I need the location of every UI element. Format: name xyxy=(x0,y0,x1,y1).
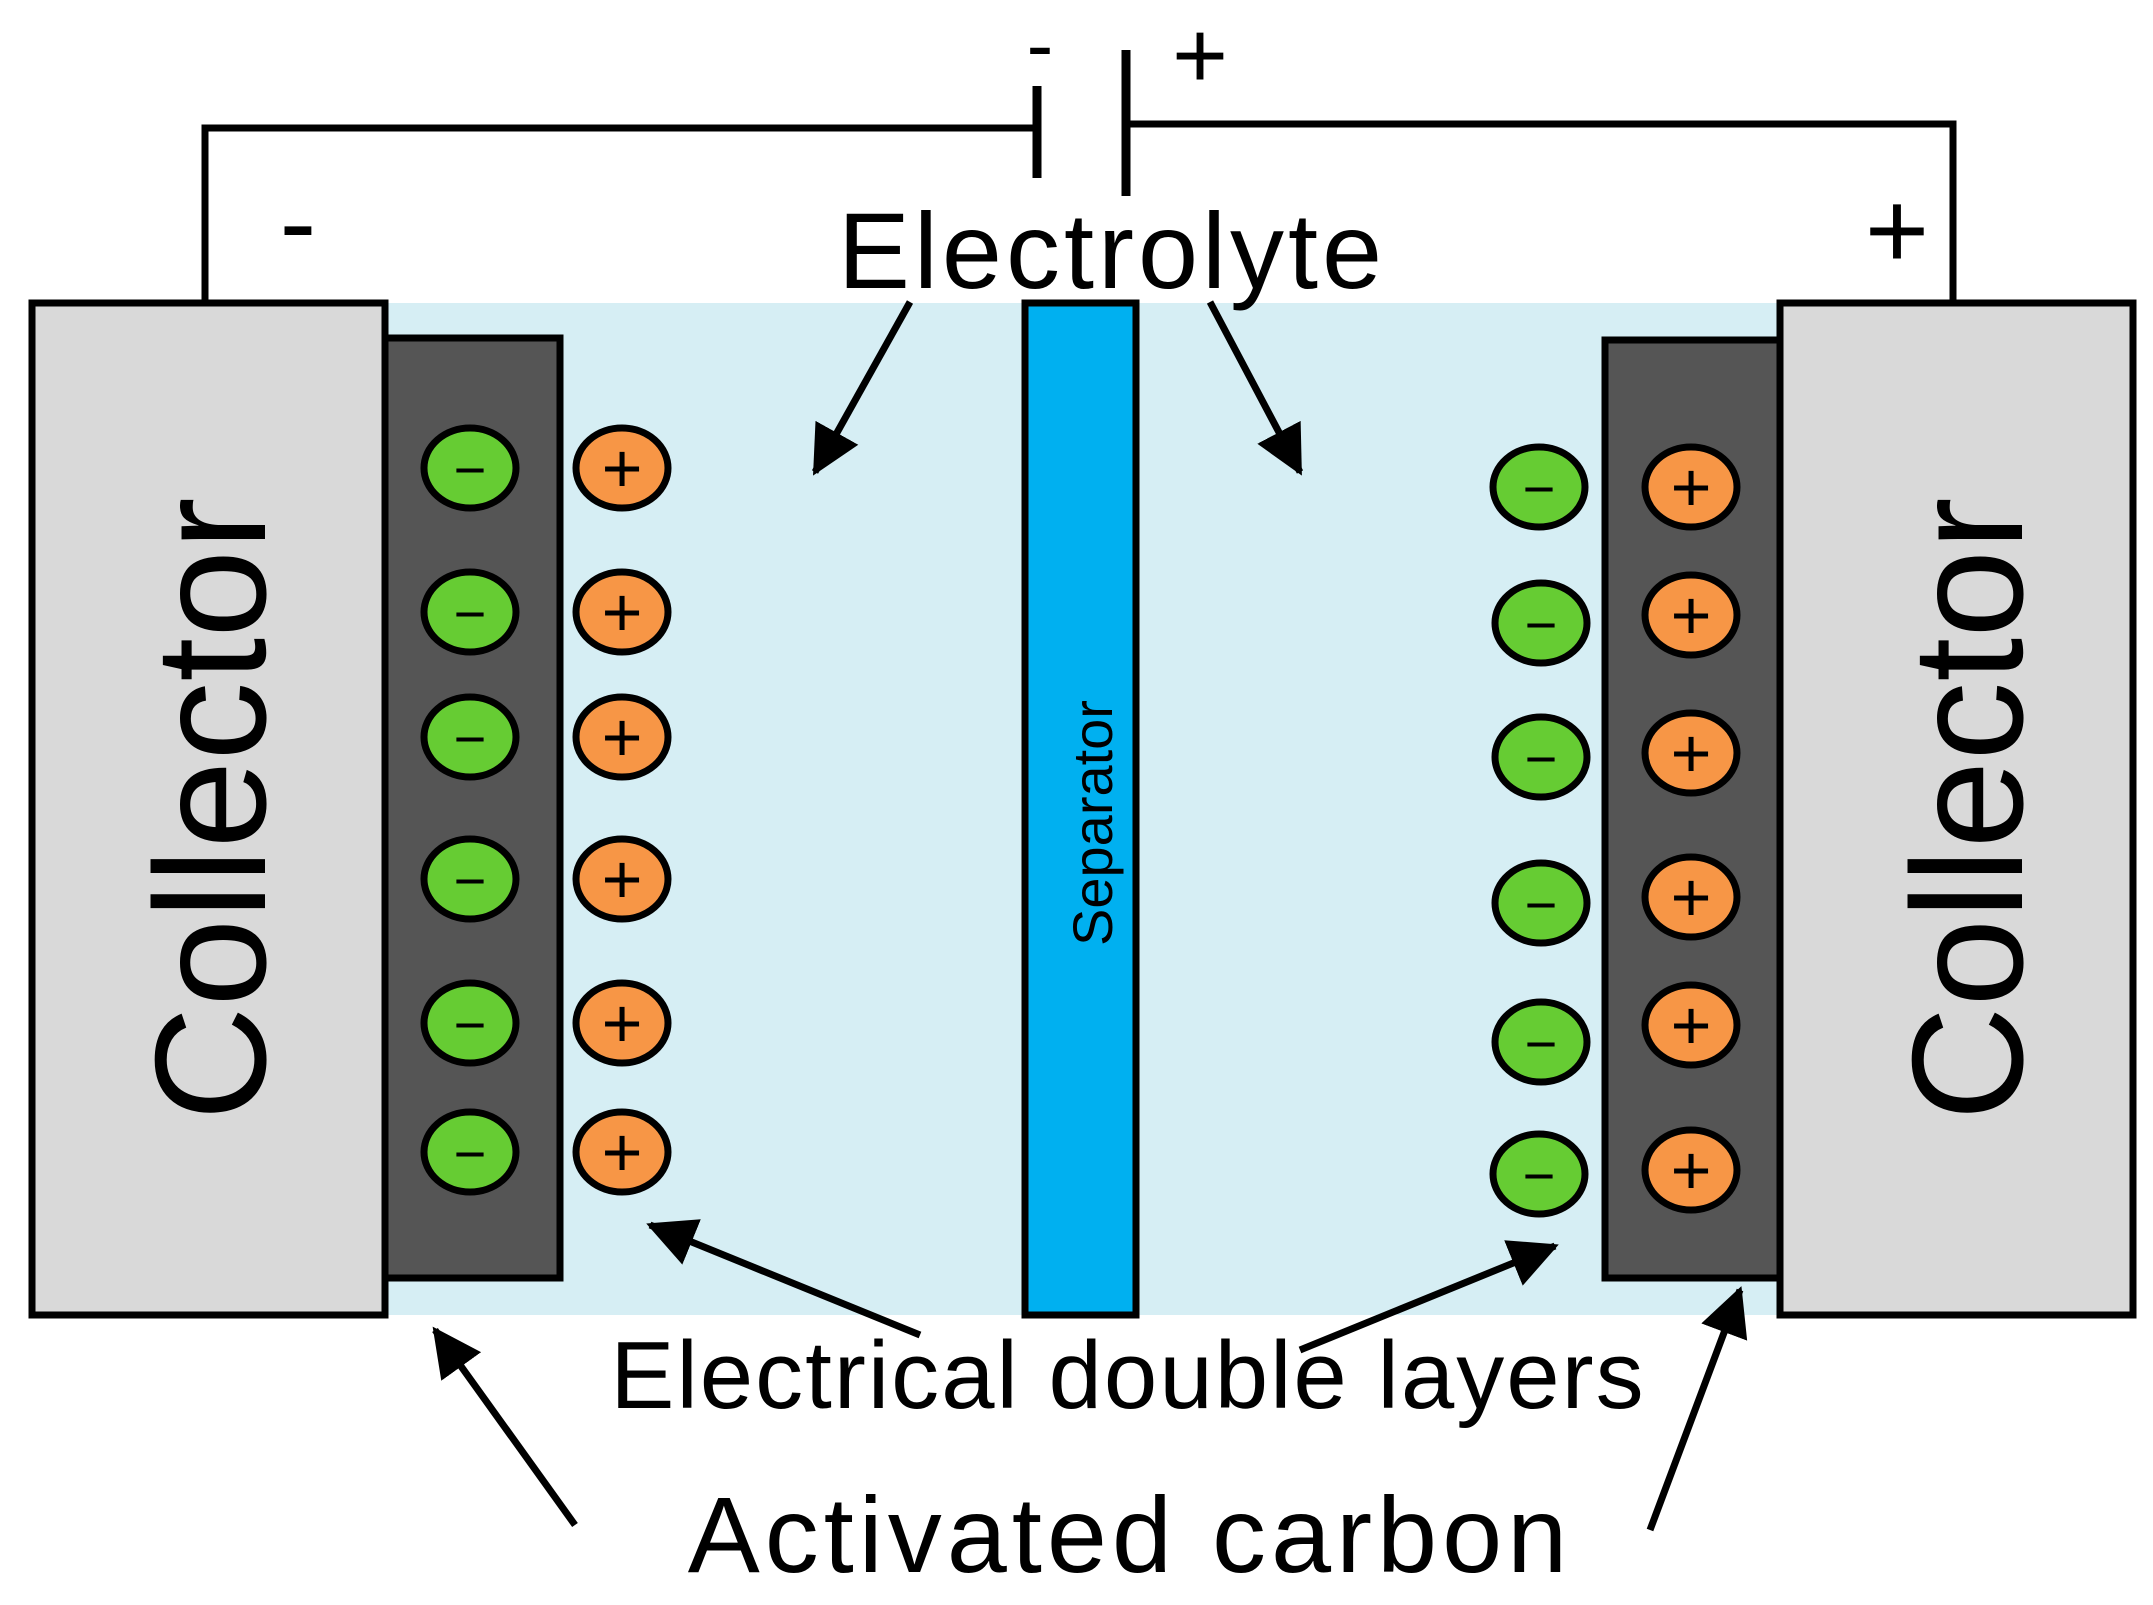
negative-ion: − xyxy=(420,979,520,1067)
positive-ion-sign: + xyxy=(1671,986,1712,1064)
positive-ion: + xyxy=(1641,709,1741,797)
collector-right-label: Collector xyxy=(1880,497,2056,1120)
positive-ion: + xyxy=(1641,1126,1741,1214)
negative-ion: − xyxy=(420,424,520,512)
positive-ion: + xyxy=(1641,571,1741,659)
positive-ion: + xyxy=(1641,443,1741,531)
double-layer-arrow-right xyxy=(1298,1240,1559,1354)
positive-ion-sign: + xyxy=(1671,448,1712,526)
double-layers-label: Electrical double layers xyxy=(610,1322,1645,1429)
negative-ion-sign: − xyxy=(1525,727,1558,790)
positive-ion: + xyxy=(572,424,672,512)
negative-ion: − xyxy=(1489,1130,1589,1218)
positive-ion: + xyxy=(572,693,672,781)
positive-ion-sign: + xyxy=(602,698,643,776)
activated-carbon-arrow-right xyxy=(1646,1286,1748,1532)
negative-ion-sign: − xyxy=(1523,1144,1556,1207)
negative-ion: − xyxy=(1489,443,1589,531)
negative-ion: − xyxy=(1491,859,1591,947)
negative-ion-sign: − xyxy=(1525,873,1558,936)
collector-left xyxy=(28,299,389,1319)
positive-ion: + xyxy=(572,979,672,1067)
negative-ion-sign: − xyxy=(454,707,487,770)
negative-ion: − xyxy=(420,1108,520,1196)
separator xyxy=(1021,299,1140,1319)
positive-ion-sign: + xyxy=(1671,858,1712,936)
right-terminal-sign: + xyxy=(1865,169,1929,292)
electrolyte-label: Electrolyte xyxy=(838,190,1386,311)
positive-ion-sign: + xyxy=(602,984,643,1062)
positive-ion-sign: + xyxy=(602,840,643,918)
negative-ion-sign: − xyxy=(1523,457,1556,520)
positive-ion-sign: + xyxy=(1671,1131,1712,1209)
negative-ion-sign: − xyxy=(454,438,487,501)
activated-carbon-label: Activated carbon xyxy=(688,1474,1572,1595)
left-terminal-sign: - xyxy=(280,161,317,284)
positive-ion: + xyxy=(1641,981,1741,1069)
separator-label: Separator xyxy=(1061,700,1124,946)
positive-ion: + xyxy=(572,568,672,656)
left-wire xyxy=(201,124,1037,303)
positive-ion: + xyxy=(572,1108,672,1196)
negative-ion-sign: − xyxy=(454,582,487,645)
electrolyte-arrow-right xyxy=(1206,300,1304,476)
positive-ion: + xyxy=(572,835,672,923)
negative-ion: − xyxy=(420,568,520,656)
double-layer-arrow-left xyxy=(646,1219,922,1339)
negative-ion-sign: − xyxy=(454,1122,487,1185)
battery-positive-sign: + xyxy=(1172,2,1228,109)
negative-ion: − xyxy=(420,693,520,781)
negative-ion: − xyxy=(1491,579,1591,667)
negative-ion: − xyxy=(1491,998,1591,1086)
positive-ion-sign: + xyxy=(1671,714,1712,792)
right-wire xyxy=(1126,120,1957,303)
electrolyte-arrow-left xyxy=(811,300,914,476)
positive-ion-sign: + xyxy=(602,573,643,651)
negative-ion-sign: − xyxy=(454,993,487,1056)
negative-ion-sign: − xyxy=(1525,593,1558,656)
ions-group: − + − + − + − + xyxy=(420,424,1741,1218)
battery-negative-sign: - xyxy=(1027,0,1054,89)
positive-ion-sign: + xyxy=(602,429,643,507)
collector-right xyxy=(1776,299,2137,1319)
positive-ion-sign: + xyxy=(602,1113,643,1191)
negative-ion-sign: − xyxy=(1525,1012,1558,1075)
negative-ion-sign: − xyxy=(454,849,487,912)
activated-carbon-arrow-left xyxy=(432,1326,578,1528)
positive-ion: + xyxy=(1641,853,1741,941)
positive-ion-sign: + xyxy=(1671,576,1712,654)
negative-ion: − xyxy=(420,835,520,923)
collector-left-label: Collector xyxy=(123,497,299,1120)
negative-ion: − xyxy=(1491,713,1591,801)
